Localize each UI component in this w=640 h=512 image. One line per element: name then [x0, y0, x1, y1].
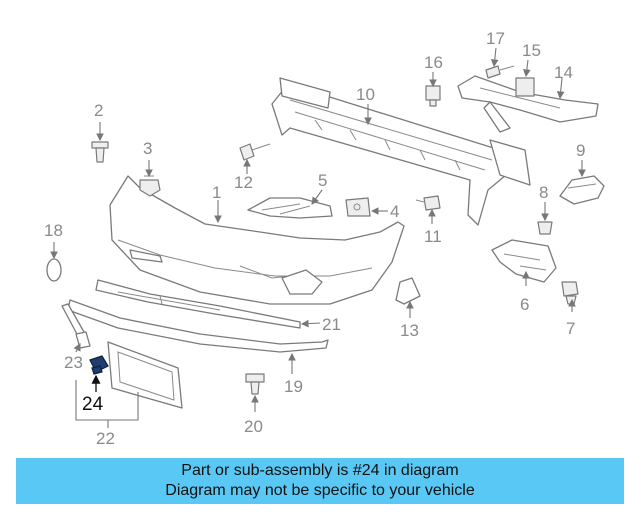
callout-20: 20	[244, 417, 263, 436]
info-banner: Part or sub-assembly is #24 in diagram D…	[16, 458, 624, 504]
callout-3: 3	[143, 139, 152, 158]
callout-15: 15	[522, 41, 541, 60]
bumper-reinforcement	[271, 77, 531, 226]
mounting-bracket-5	[247, 197, 333, 219]
callout-13: 13	[400, 321, 419, 340]
callout-22: 22	[96, 429, 115, 448]
screw-20	[245, 373, 265, 395]
side-bracket-14	[457, 75, 599, 133]
banner-line-2: Diagram may not be specific to your vehi…	[165, 482, 475, 499]
screw-12	[239, 143, 271, 161]
bolt-11	[415, 195, 441, 211]
callout-17: 17	[486, 29, 505, 48]
callout-6: 6	[520, 295, 529, 314]
callout-19: 19	[284, 377, 303, 396]
leader-lines	[50, 47, 586, 428]
bolt-7	[561, 281, 579, 305]
callout-4: 4	[390, 202, 399, 221]
callout-18: 18	[44, 221, 63, 240]
license-plate-bracket	[107, 341, 183, 409]
callout-2: 2	[94, 101, 103, 120]
callout-11: 11	[424, 227, 442, 246]
callout-16: 16	[424, 53, 443, 72]
seal-13	[395, 277, 421, 305]
screw-17	[485, 65, 515, 79]
callout-24: 24	[82, 394, 104, 415]
callout-21: 21	[322, 315, 341, 334]
screw-2	[91, 141, 109, 163]
bolt-16	[425, 85, 441, 107]
spoiler-lip-19	[67, 299, 329, 353]
callout-23: 23	[64, 353, 83, 372]
callout-labels: 1 2 3 4 5 6 7 8 9 10 11 12 13 14 15 16 1…	[44, 29, 585, 448]
callout-7: 7	[566, 319, 575, 338]
side-bracket-6	[491, 239, 557, 283]
highlighted-part-24	[89, 355, 109, 375]
callout-9: 9	[576, 141, 585, 160]
callout-1: 1	[212, 183, 221, 202]
callout-12: 12	[234, 173, 253, 192]
cover-9	[559, 175, 605, 205]
callout-10: 10	[356, 85, 375, 104]
banner-line-1: Part or sub-assembly is #24 in diagram	[181, 462, 459, 479]
clip-4	[345, 197, 371, 217]
parts-diagram: 1 2 3 4 5 6 7 8 9 10 11 12 13 14 15 16 1…	[44, 29, 605, 448]
lower-strip-21	[95, 279, 301, 329]
cap-18	[46, 258, 62, 282]
callout-8: 8	[539, 183, 548, 202]
callout-5: 5	[318, 171, 327, 190]
trim-strip-23	[61, 303, 91, 349]
grommet-8	[537, 221, 553, 235]
bumper-cover	[109, 175, 405, 305]
callout-14: 14	[554, 63, 573, 82]
bolt-15	[515, 77, 535, 97]
